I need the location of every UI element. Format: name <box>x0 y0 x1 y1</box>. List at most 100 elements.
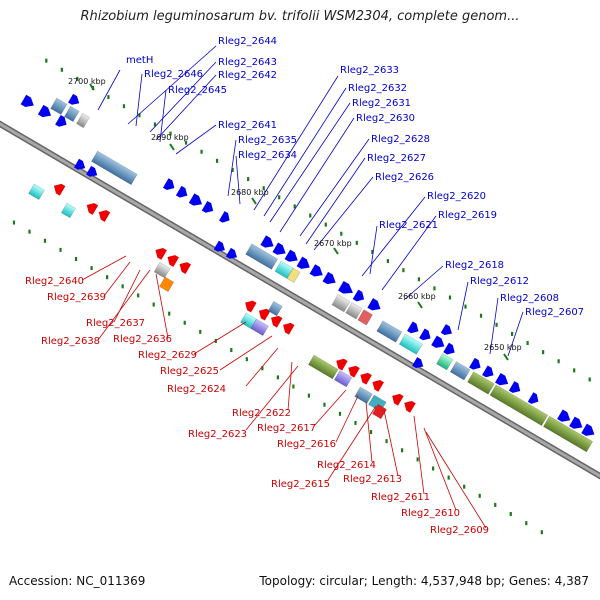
tick-dot <box>215 158 219 163</box>
callout-line <box>103 261 131 297</box>
gene-label-Rleg2_2634: Rleg2_2634 <box>238 150 297 161</box>
reverse-cds-8 <box>271 315 283 328</box>
tick-dot <box>386 259 389 264</box>
callout-line <box>155 74 217 141</box>
forward-cds-13 <box>322 271 336 285</box>
reverse-cds-11 <box>348 365 360 378</box>
feature-track <box>0 84 600 516</box>
forward-cds-24 <box>508 381 521 393</box>
tick-dot <box>495 322 498 327</box>
tick-dot <box>292 384 295 389</box>
gene-label-metH: metH <box>126 55 153 66</box>
tick-dot <box>432 466 435 471</box>
tick-mark <box>89 83 95 91</box>
callout-line <box>81 255 127 281</box>
tick-dot <box>525 521 528 526</box>
gene-label-Rleg2_2614: Rleg2_2614 <box>317 460 376 471</box>
callout-line <box>97 69 121 111</box>
genome-summary-text: Topology: circular; Length: 4,537,948 bp… <box>259 574 589 588</box>
callout-line <box>175 124 217 155</box>
forward-cds-b-5 <box>412 357 424 369</box>
reverse-block-0 <box>28 183 45 200</box>
backbone <box>0 84 600 516</box>
gene-label-Rleg2_2607: Rleg2_2607 <box>525 307 584 318</box>
reverse-block-6 <box>267 301 283 317</box>
forward-cds-16 <box>367 298 381 311</box>
tick-dot <box>153 122 157 127</box>
forward-cds-b-0 <box>68 93 80 105</box>
callout-line <box>227 139 237 197</box>
gene-label-Rleg2_2641: Rleg2_2641 <box>218 120 277 131</box>
tick-label: 2650 kbp <box>484 343 522 352</box>
callout-line <box>219 335 273 371</box>
tick-dot <box>338 411 342 416</box>
tick-dot <box>385 439 388 444</box>
forward-cds-12 <box>309 264 323 277</box>
callout-line <box>299 138 370 237</box>
callout-line <box>507 311 524 357</box>
callout-line <box>369 225 378 275</box>
gene-label-Rleg2_2612: Rleg2_2612 <box>470 276 529 287</box>
gene-label-Rleg2_2627: Rleg2_2627 <box>367 153 426 164</box>
gene-label-Rleg2_2631: Rleg2_2631 <box>352 98 411 109</box>
tick-dot <box>542 350 545 355</box>
gene-block-2 <box>64 105 80 122</box>
tick-dot <box>400 448 404 453</box>
tick-dot <box>433 286 436 291</box>
callout-line <box>361 196 426 277</box>
tick-dot <box>90 266 93 271</box>
tick-dot <box>417 277 421 282</box>
tick-dot <box>169 131 172 136</box>
reverse-cds-10 <box>336 358 348 371</box>
tick-mark <box>417 301 423 309</box>
callout-line <box>489 297 499 355</box>
forward-cds-b-4 <box>225 247 237 259</box>
forward-cds-14 <box>338 280 353 294</box>
forward-cds-9 <box>272 242 286 255</box>
callout-line <box>155 273 169 339</box>
reverse-cds-4 <box>167 255 179 267</box>
gene-label-Rleg2_2624: Rleg2_2624 <box>167 384 226 395</box>
tick-mark <box>251 197 257 205</box>
gene-block-3 <box>76 112 90 129</box>
tick-dot <box>494 502 497 507</box>
reverse-cds-12 <box>360 372 372 385</box>
reverse-block-11 <box>372 403 387 420</box>
tick-dot <box>416 457 419 462</box>
tick-dot <box>340 231 343 236</box>
forward-cds-17 <box>407 321 419 334</box>
gene-block-8 <box>345 302 363 320</box>
tick-label: 2700 kbp <box>68 77 106 86</box>
forward-cds-23 <box>495 373 509 386</box>
forward-cds-1 <box>37 104 52 118</box>
tick-dot <box>137 293 140 298</box>
tick-label: 2690 kbp <box>151 133 189 142</box>
gene-block-14 <box>467 371 495 395</box>
forward-cds-8 <box>260 235 274 248</box>
gene-label-Rleg2_2635: Rleg2_2635 <box>238 135 297 146</box>
tick-dot <box>402 268 405 273</box>
tick-dot <box>28 229 31 234</box>
tick-dot <box>262 186 265 191</box>
gene-label-Rleg2_2642: Rleg2_2642 <box>218 70 277 81</box>
gene-label-Rleg2_2622: Rleg2_2622 <box>232 408 291 419</box>
reverse-cds-2 <box>98 210 111 222</box>
gene-label-Rleg2_2644: Rleg2_2644 <box>218 36 277 47</box>
tick-dot <box>138 113 141 118</box>
gene-label-Rleg2_2646: Rleg2_2646 <box>144 69 203 80</box>
tick-dot <box>369 430 373 435</box>
forward-cds-25 <box>527 392 539 404</box>
callout-line <box>263 87 347 217</box>
callout-line <box>253 75 339 211</box>
callout-line <box>305 157 366 245</box>
reverse-cds-0 <box>53 183 66 196</box>
tick-dot <box>526 341 529 346</box>
gene-block-16 <box>543 415 593 453</box>
reverse-cds-5 <box>179 262 192 274</box>
gene-label-Rleg2_2616: Rleg2_2616 <box>277 439 336 450</box>
forward-cds-0 <box>20 94 34 107</box>
callout-line <box>381 215 437 291</box>
gene-label-Rleg2_2621: Rleg2_2621 <box>379 220 438 231</box>
gene-block-7 <box>331 294 351 313</box>
callout-line <box>313 389 347 427</box>
